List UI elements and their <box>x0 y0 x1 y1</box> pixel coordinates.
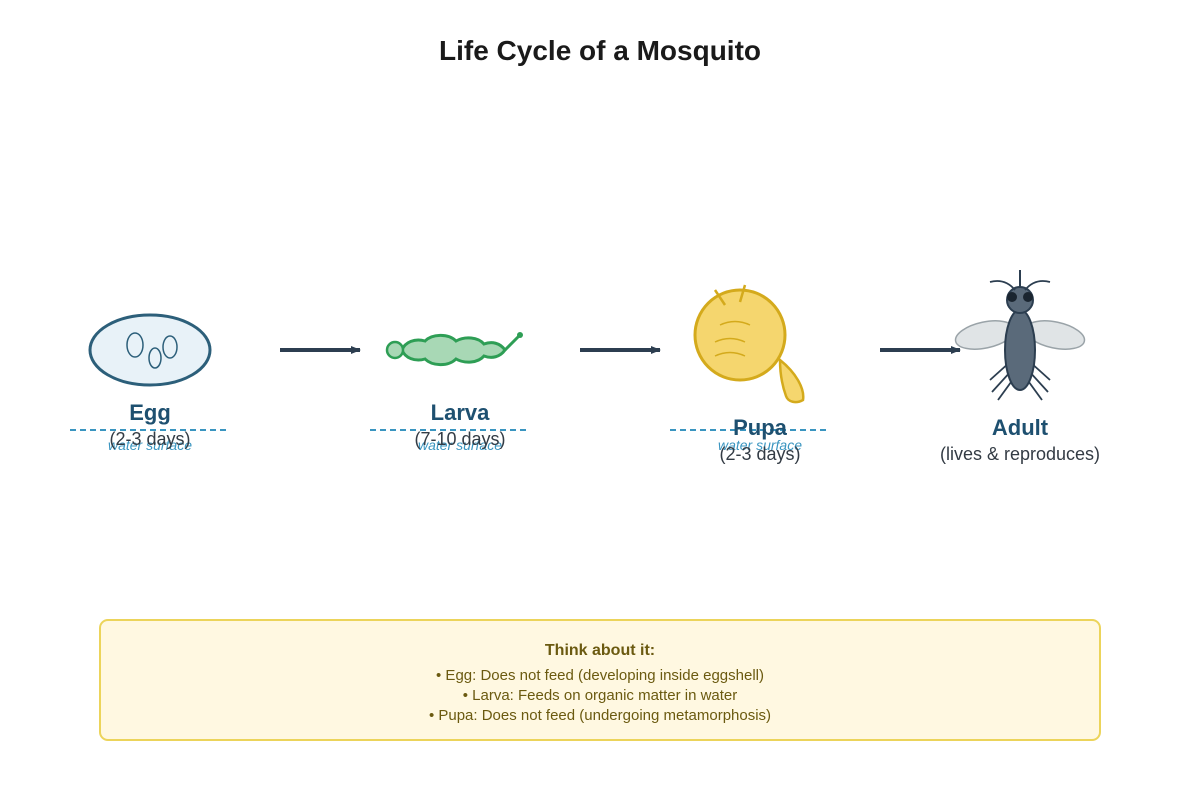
egg-stage-name: Egg <box>129 400 171 425</box>
adult-stage-duration: (lives & reproduces) <box>940 444 1100 464</box>
adult-body <box>1004 309 1036 391</box>
larva-water-surface-label: water surface <box>418 437 502 453</box>
larva-head <box>385 340 405 360</box>
adult-illustration <box>954 270 1086 401</box>
diagram-title: Life Cycle of a Mosquito <box>439 35 761 66</box>
note-box-background <box>99 619 1101 741</box>
egg-shell <box>88 313 212 387</box>
note-title: Think about it: <box>545 642 655 659</box>
larva-illustration <box>385 332 523 367</box>
egg-stage-duration: (2-3 days) <box>109 429 190 449</box>
note-line-larva: • Larva: Feeds on organic matter in wate… <box>463 687 738 704</box>
pupa-stage-name: Pupa <box>733 415 788 440</box>
egg-cell-1 <box>126 332 144 358</box>
note-line-pupa: • Pupa: Does not feed (undergoing metamo… <box>429 707 771 724</box>
pupa-horn-left <box>713 289 727 306</box>
think-about-it-box: Think about it: • Egg: Does not feed (de… <box>99 619 1101 741</box>
note-line-egg: • Egg: Does not feed (developing inside … <box>436 667 764 684</box>
larva-body <box>400 333 507 367</box>
egg-cell-2 <box>148 347 162 369</box>
pupa-horn-right <box>738 284 747 303</box>
pupa-illustration <box>693 284 805 404</box>
pupa-tail <box>778 357 805 404</box>
adult-eye-left <box>1007 292 1017 302</box>
pupa-segment-2 <box>714 337 746 343</box>
egg-cell-3 <box>162 335 178 359</box>
larva-breathing-tube <box>503 333 522 352</box>
larva-tube-tip <box>517 332 523 338</box>
adult-stage-name: Adult <box>992 415 1049 440</box>
egg-illustration <box>88 313 212 387</box>
pupa-segment-1 <box>719 320 751 326</box>
larva-stage-name: Larva <box>431 400 490 425</box>
larva-stage-duration: (7-10 days) <box>414 429 505 449</box>
adult-antenna-right <box>1024 280 1051 291</box>
adult-antenna-left <box>989 280 1016 291</box>
pupa-segment-3 <box>714 351 746 357</box>
pupa-stage-duration: (2-3 days) <box>719 444 800 464</box>
adult-eye-right <box>1023 292 1033 302</box>
pupa-water-surface-label: water surface <box>718 437 802 453</box>
egg-water-surface-label: water surface <box>108 437 192 453</box>
pupa-body <box>693 288 787 382</box>
